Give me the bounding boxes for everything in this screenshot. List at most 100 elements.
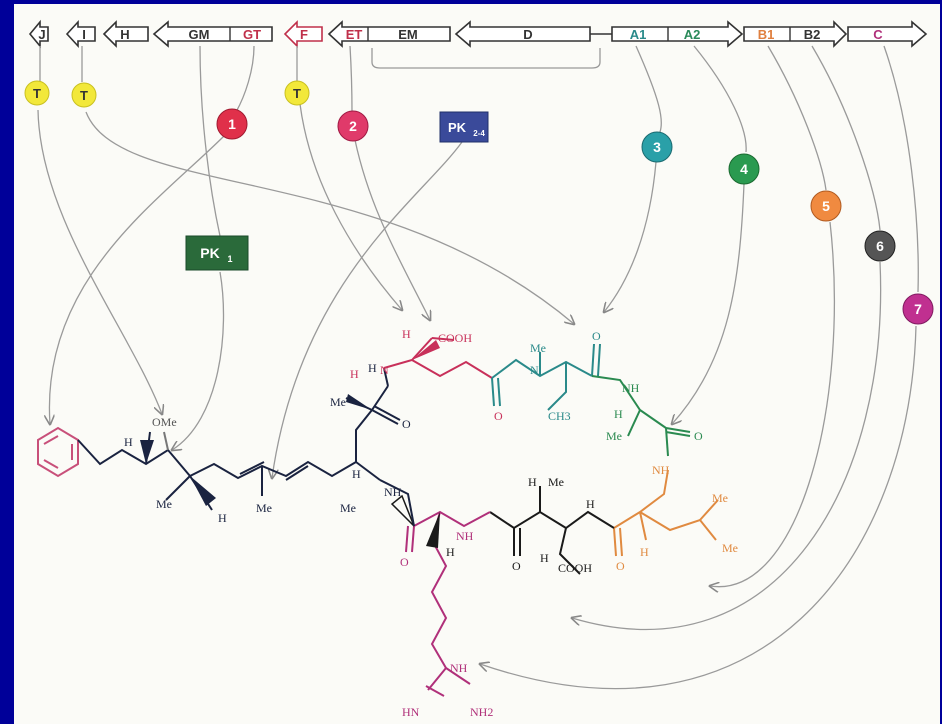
svg-text:PK: PK — [448, 120, 467, 135]
atom-label: O — [494, 409, 503, 423]
atom-label: Me — [256, 501, 272, 515]
atom-label: H — [368, 361, 377, 375]
atom-label: O — [694, 429, 703, 443]
svg-text:1: 1 — [227, 254, 232, 264]
gene-label: F — [300, 27, 308, 42]
gene-label: GM — [189, 27, 210, 42]
atom-label: O — [592, 329, 601, 343]
atom-label: OMe — [152, 415, 177, 429]
module-7: 7 — [902, 293, 934, 325]
atom-label: H — [614, 407, 623, 421]
alanine-unit — [591, 375, 691, 457]
atom-label: HN — [402, 705, 420, 719]
svg-text:1: 1 — [228, 116, 236, 132]
amide-link — [390, 494, 415, 527]
arginine-unit — [405, 510, 491, 697]
molecule-structure: OMe H Me H Me H NH Me O H N H H COOH O N… — [37, 327, 738, 719]
atom-label: Me — [330, 395, 346, 409]
atom-label: NH — [456, 529, 474, 543]
atom-label: N — [380, 363, 389, 377]
gene-arrow-c: C — [847, 20, 928, 48]
gene-arrow-g: GM GT — [152, 20, 273, 48]
atom-label: O — [402, 417, 411, 431]
atom-label: H — [640, 545, 649, 559]
gene-arrow-i: I — [65, 19, 96, 49]
gene-label: I — [82, 27, 86, 42]
pk-boxes: PK 2-4 PK 1 — [185, 111, 489, 271]
svg-text:T: T — [80, 88, 88, 103]
module-1: 1 — [216, 108, 248, 140]
gene-arrow-b: B1 B2 — [743, 20, 848, 48]
connector-lines — [37, 45, 919, 690]
gene-arrow-f: F — [283, 20, 323, 48]
svg-text:T: T — [33, 86, 41, 101]
gene-label: B1 — [758, 27, 775, 42]
svg-text:4: 4 — [740, 161, 748, 177]
atom-label: H — [350, 367, 359, 381]
pk-box-1: PK 1 — [185, 235, 249, 271]
module-4: 4 — [728, 153, 760, 185]
atom-label: O — [512, 559, 521, 573]
atom-label: CH3 — [548, 409, 571, 423]
svg-text:2-4: 2-4 — [473, 129, 485, 138]
svg-text:2: 2 — [349, 118, 357, 134]
wedge-bond — [190, 476, 216, 506]
atom-label: H — [586, 497, 595, 511]
gene-arrow-e: ET EM — [327, 20, 451, 48]
gene-label: ET — [346, 27, 363, 42]
atom-label: COOH — [438, 331, 472, 345]
gene-cluster: J I H GM GT F ET EM D — [28, 19, 928, 49]
atom-label: Me — [340, 501, 356, 515]
atom-label: Me — [530, 341, 546, 355]
tailoring-tag-i: T — [71, 82, 97, 108]
atom-label: Me — [548, 475, 564, 489]
gene-label: D — [523, 27, 532, 42]
gene-label: A1 — [630, 27, 647, 42]
gene-arrow-a: A1 A2 — [611, 20, 744, 48]
wedge-bond — [346, 394, 372, 410]
pk-box-2-4: PK 2-4 — [439, 111, 489, 143]
gene-label: GT — [243, 27, 261, 42]
tailoring-tag-j: T — [24, 80, 50, 106]
svg-text:6: 6 — [876, 238, 884, 254]
svg-text:5: 5 — [822, 198, 830, 214]
atom-label: O — [616, 559, 625, 573]
gene-label: A2 — [684, 27, 701, 42]
atom-label: H — [402, 327, 411, 341]
atom-label: H — [528, 475, 537, 489]
atom-label: Me — [606, 429, 622, 443]
module-3: 3 — [641, 131, 673, 163]
wedge-bond — [140, 440, 154, 464]
atom-label: O — [400, 555, 409, 569]
wedge-bond — [426, 512, 440, 548]
atom-label: H — [540, 551, 549, 565]
svg-text:3: 3 — [653, 139, 661, 155]
atom-label: NH2 — [470, 705, 493, 719]
atom-label: Me — [722, 541, 738, 555]
module-2: 2 — [337, 110, 369, 142]
masp-unit — [489, 486, 615, 575]
atom-label: Me — [156, 497, 172, 511]
atom-label: N — [530, 363, 539, 377]
atom-label: H — [124, 435, 133, 449]
svg-text:T: T — [293, 86, 301, 101]
gene-label: C — [873, 27, 883, 42]
module-circles: 1 2 3 4 5 6 7 — [216, 108, 934, 325]
atom-label: NH — [622, 381, 640, 395]
gene-label: H — [120, 27, 129, 42]
atom-label: H — [218, 511, 227, 525]
gene-label: EM — [398, 27, 418, 42]
tailoring-tags: T T T — [24, 80, 310, 108]
svg-text:7: 7 — [914, 301, 922, 317]
atom-label: H — [352, 467, 361, 481]
leucine-unit — [613, 469, 719, 557]
gene-arrow-j: J — [28, 19, 49, 49]
atom-label: NH — [384, 485, 402, 499]
atom-label: COOH — [558, 561, 592, 575]
gene-arrow-h: H — [102, 20, 149, 48]
gene-label: B2 — [804, 27, 821, 42]
atom-label: NH — [652, 463, 670, 477]
atom-label: Me — [712, 491, 728, 505]
mdha-unit — [491, 343, 601, 411]
